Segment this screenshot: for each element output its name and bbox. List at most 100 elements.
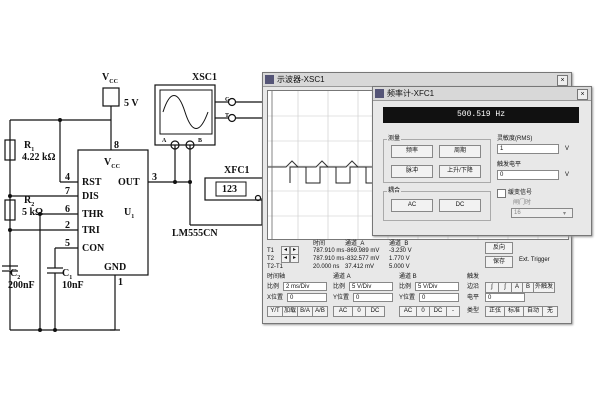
- channel-b-ac-button[interactable]: AC: [399, 306, 417, 317]
- channel-a-ac-button[interactable]: AC: [333, 306, 353, 317]
- scope-close-button[interactable]: ×: [557, 75, 568, 86]
- scope-readout: 时间 通道_A 通道_B T1 787.910 ms -869.989 mV -…: [267, 240, 567, 270]
- pin-number-5: 5: [65, 238, 70, 249]
- readout-t2-time: 787.910 ms: [313, 256, 345, 262]
- scope-terminal-t: T: [225, 113, 230, 119]
- readout-diff-b: 5.000 V: [389, 264, 410, 270]
- channel-a-dc-button[interactable]: DC: [365, 306, 385, 317]
- trigger-type-label: 类型: [467, 308, 480, 314]
- readout-header-a: 通道_A: [345, 241, 365, 247]
- channel-b-scale-label: 比例: [399, 284, 412, 290]
- coupling-dc-button[interactable]: DC: [439, 199, 481, 212]
- external-trigger-button[interactable]: 外触发: [533, 282, 555, 293]
- pin-out-label: OUT: [118, 177, 140, 188]
- channel-b-zero-button[interactable]: 0: [416, 306, 430, 317]
- coupling-ac-button[interactable]: AC: [391, 199, 433, 212]
- ab-button[interactable]: A/B: [312, 306, 328, 317]
- channel-b-dc-button[interactable]: DC: [429, 306, 447, 317]
- readout-t1-a: -869.989 mV: [345, 248, 380, 254]
- readout-diff-label: T2-T1: [267, 264, 284, 270]
- measure-period-button[interactable]: 周期: [439, 145, 481, 158]
- trigger-level-field[interactable]: 0: [485, 293, 525, 302]
- timebase-xpos-field[interactable]: 0: [287, 293, 327, 302]
- pin-gnd-label: GND: [104, 262, 127, 273]
- gate-label: 闸门时: [513, 200, 532, 206]
- trigger-auto-button[interactable]: 自动: [523, 306, 543, 317]
- timebase-scale-field[interactable]: 2 ms/Div: [283, 282, 327, 291]
- yt-button[interactable]: Y/T: [267, 306, 283, 317]
- pin-con-label: CON: [82, 243, 105, 254]
- ba-button[interactable]: B/A: [297, 306, 313, 317]
- trigger-title: 触发: [467, 274, 480, 280]
- readout-diff-time: 20.000 ns: [313, 264, 340, 270]
- trigger-sine-button[interactable]: 正弦: [485, 306, 505, 317]
- load-button[interactable]: 加载: [282, 306, 298, 317]
- xfc1-display: 123: [222, 184, 237, 195]
- timebase-title: 时间轴: [267, 274, 286, 280]
- sensitivity-unit: V: [565, 146, 570, 152]
- trigger-normal-button[interactable]: 标准: [504, 306, 524, 317]
- supply-voltage: 5 V: [124, 98, 139, 109]
- pin-tri-label: TRI: [82, 225, 100, 236]
- save-button[interactable]: 保存: [485, 256, 513, 268]
- pin-number-2: 2: [65, 220, 70, 231]
- ic-part-name: LM555CN: [172, 228, 218, 239]
- channel-a-scale-field[interactable]: 5 V/Div: [349, 282, 393, 291]
- readout-t2-label: T2: [267, 256, 275, 262]
- trigger-level-label-counter: 触发电平: [497, 162, 522, 168]
- channel-a-zero-button[interactable]: 0: [352, 306, 366, 317]
- scope-terminal-a: A: [162, 138, 167, 144]
- channel-b-ypos-label: Y位置: [399, 295, 416, 301]
- freq-counter-titlebar[interactable]: 频率计-XFC1: [373, 87, 591, 101]
- counter-app-icon: [375, 89, 384, 98]
- channel-a-ypos-label: Y位置: [333, 295, 350, 301]
- readout-diff-a: 37.412 mV: [345, 264, 375, 270]
- gate-field[interactable]: 16: [511, 208, 573, 218]
- rising-edge-icon[interactable]: ∫: [485, 282, 499, 293]
- readout-t1-label: T1: [267, 248, 275, 254]
- channel-b-scale-field[interactable]: 5 V/Div: [415, 282, 459, 291]
- c2-value: 200nF: [8, 280, 35, 291]
- t2-left-arrow-icon[interactable]: ◂: [281, 254, 290, 263]
- measure-pulse-button[interactable]: 脉冲: [391, 165, 433, 178]
- c1-value: 10nF: [62, 280, 84, 291]
- timebase-xpos-label: X位置: [267, 295, 284, 301]
- pin-number-1: 1: [118, 277, 123, 288]
- r2-name: R2: [24, 195, 35, 208]
- oscilloscope-titlebar[interactable]: 示波器-XSC1: [263, 73, 571, 87]
- pin-thr-label: THR: [82, 209, 104, 220]
- readout-header-b: 通道_B: [389, 241, 409, 247]
- pin-number-7: 7: [65, 186, 70, 197]
- scope-terminal-b: B: [198, 138, 203, 144]
- r1-value: 4.22 kΩ: [22, 152, 56, 163]
- ext-trigger-label: Ext. Trigger: [519, 257, 550, 263]
- trigger-level-label: 电平: [467, 295, 480, 301]
- slow-change-checkbox[interactable]: [497, 189, 506, 198]
- sensitivity-field[interactable]: 1: [497, 144, 559, 154]
- readout-t2-a: -832.577 mV: [345, 256, 380, 262]
- c2-name: C2: [10, 268, 21, 281]
- counter-close-button[interactable]: ×: [577, 89, 588, 100]
- pin-number-8: 8: [114, 140, 119, 151]
- coupling-group: [383, 191, 491, 221]
- gate-spinner-icon[interactable]: ▾: [563, 211, 567, 217]
- xsc1-label: XSC1: [192, 72, 218, 83]
- xfc1-label: XFC1: [224, 165, 250, 176]
- reverse-button[interactable]: 反向: [485, 242, 513, 254]
- t2-right-arrow-icon[interactable]: ▸: [290, 254, 299, 263]
- measure-frequency-button[interactable]: 频率: [391, 145, 433, 158]
- frequency-counter-window: 频率计-XFC1 × 500.519 Hz 测量 频率 周期 脉冲 上升/下降 …: [372, 86, 592, 236]
- trigger-none-button[interactable]: 无: [542, 306, 558, 317]
- trigger-edge-label: 边沿: [467, 284, 480, 290]
- channel-b-ypos-field[interactable]: 0: [419, 293, 459, 302]
- measure-rise-fall-button[interactable]: 上升/下降: [439, 165, 481, 178]
- channel-a-ypos-field[interactable]: 0: [353, 293, 393, 302]
- readout-t1-time: 787.910 ms: [313, 248, 345, 254]
- scope-terminal-g: G: [225, 97, 230, 103]
- trigger-level-field-counter[interactable]: 0: [497, 170, 559, 180]
- falling-edge-icon[interactable]: ʃ: [498, 282, 512, 293]
- pin-number-6: 6: [65, 204, 70, 215]
- channel-b-invert-button[interactable]: -: [446, 306, 460, 317]
- pin-number-4: 4: [65, 172, 70, 183]
- r2-value: 5 kΩ: [22, 207, 44, 218]
